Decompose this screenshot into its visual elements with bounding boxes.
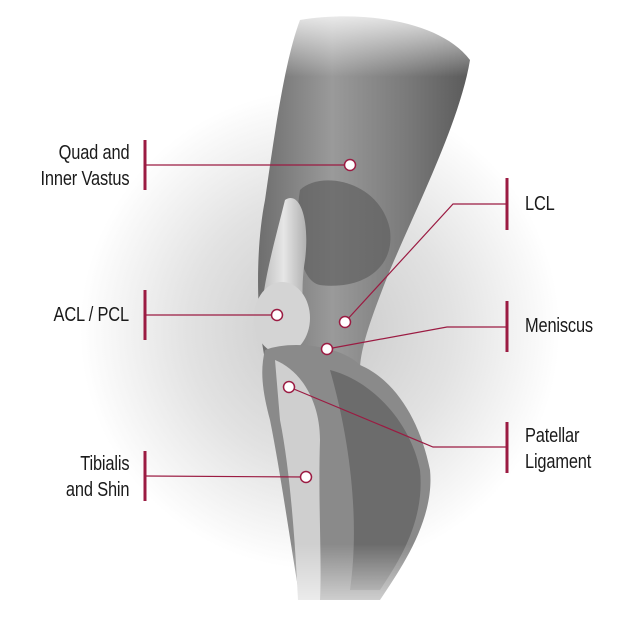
label-quad-line1: Quad and xyxy=(58,142,129,164)
label-meniscus-line1: Meniscus xyxy=(525,315,593,337)
label-patellar: Patellar Ligament xyxy=(525,423,591,475)
label-tibialis: Tibialis and Shin xyxy=(65,451,130,503)
label-tibialis-line2: and Shin xyxy=(65,479,130,501)
tibialis-marker[interactable] xyxy=(299,470,313,484)
label-patellar-line2: Ligament xyxy=(525,451,592,473)
leader-lines xyxy=(143,140,509,501)
label-meniscus: Meniscus xyxy=(525,313,593,339)
patellar-marker[interactable] xyxy=(282,380,296,394)
label-acl-line1: ACL / PCL xyxy=(53,304,130,326)
label-lcl: LCL xyxy=(525,191,555,217)
label-patellar-line1: Patellar xyxy=(525,425,580,447)
quad-marker[interactable] xyxy=(343,158,357,172)
label-acl: ACL / PCL xyxy=(53,302,130,328)
lcl-marker[interactable] xyxy=(338,315,352,329)
meniscus-marker[interactable] xyxy=(320,342,334,356)
label-quad-line2: Inner Vastus xyxy=(40,168,129,190)
acl-marker[interactable] xyxy=(270,308,284,322)
label-tibialis-line1: Tibialis xyxy=(79,453,129,475)
label-quad: Quad and Inner Vastus xyxy=(40,140,129,192)
label-lcl-line1: LCL xyxy=(525,193,555,215)
